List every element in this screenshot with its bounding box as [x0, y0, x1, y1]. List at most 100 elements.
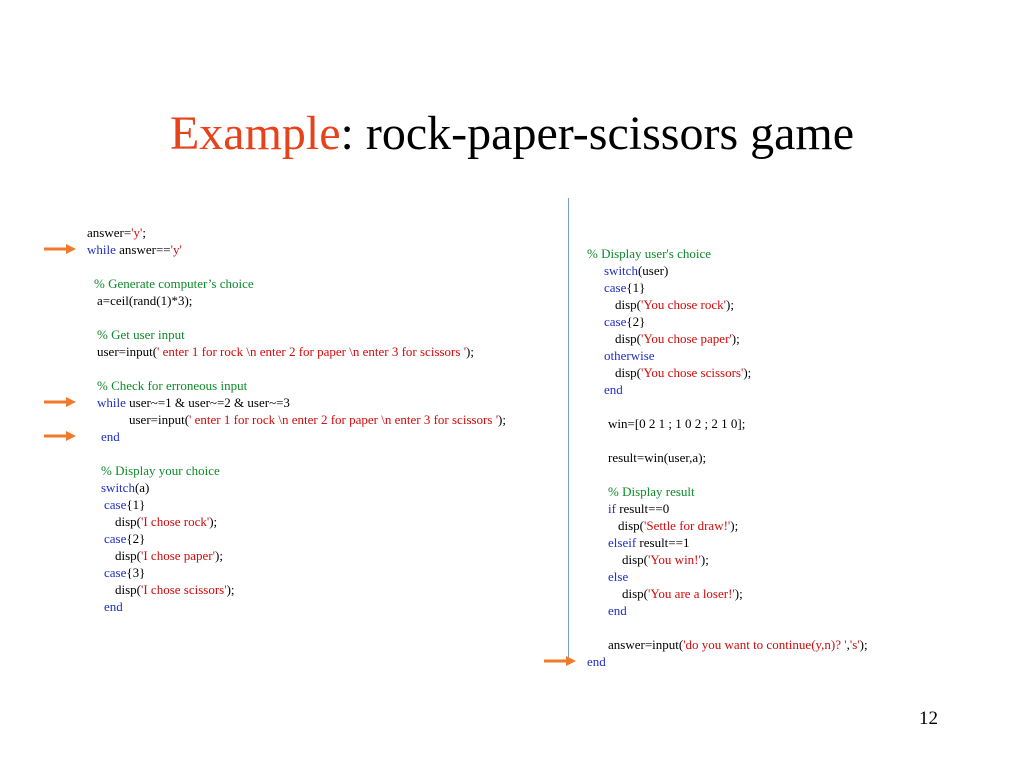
code-line: switch(a)	[101, 479, 149, 496]
code-text: disp(	[615, 297, 641, 312]
code-text: );	[226, 582, 235, 597]
code-line: user=input(' enter 1 for rock \n enter 2…	[97, 343, 474, 360]
code-text: disp(	[615, 365, 641, 380]
code-line: otherwise	[604, 347, 655, 364]
code-text: );	[859, 637, 868, 652]
code-string: 'y'	[131, 225, 143, 240]
code-line: while user~=1 & user~=2 & user~=3	[97, 394, 290, 411]
code-keyword: case	[604, 314, 627, 329]
code-line: % Display user's choice	[587, 245, 711, 262]
code-line: end	[101, 428, 120, 445]
code-line: disp('You are a loser!');	[622, 585, 743, 602]
code-text: result==1	[636, 535, 690, 550]
code-line: if result==0	[608, 500, 669, 517]
code-line: win=[0 2 1 ; 1 0 2 ; 2 1 0];	[608, 415, 745, 432]
code-keyword: end	[608, 603, 627, 618]
code-text: );	[466, 344, 474, 359]
code-text: );	[743, 365, 752, 380]
code-line: end	[104, 598, 123, 615]
code-keyword: end	[104, 599, 123, 614]
orange-arrow-icon	[44, 397, 76, 407]
code-keyword: otherwise	[604, 348, 655, 363]
code-string: 'I chose paper'	[141, 548, 215, 563]
code-comment: % Display your choice	[101, 463, 220, 478]
code-comment: % Get user input	[97, 327, 185, 342]
code-line: % Display your choice	[101, 462, 220, 479]
code-line: % Generate computer’s choice	[94, 275, 254, 292]
code-text: );	[700, 552, 709, 567]
code-string: 'Settle for draw!'	[644, 518, 731, 533]
title-keyword: Example	[169, 107, 341, 160]
code-line: switch(user)	[604, 262, 668, 279]
code-text: disp(	[115, 514, 141, 529]
code-text: user~=1 & user~=2 & user~=3	[125, 395, 290, 410]
code-line: % Display result	[608, 483, 695, 500]
code-text: {3}	[126, 565, 146, 580]
slide-title: Example: rock-paper-scissors game	[0, 102, 1024, 166]
code-keyword: while	[97, 395, 126, 410]
code-line: disp('You chose rock');	[615, 296, 734, 313]
code-keyword: switch	[604, 263, 638, 278]
code-text: a=ceil(rand(1)*3);	[97, 293, 193, 308]
code-text: answer=	[87, 225, 132, 240]
code-text: );	[214, 548, 223, 563]
code-text: ,	[846, 637, 850, 652]
code-text: disp(	[115, 582, 141, 597]
code-string: 'I chose rock'	[141, 514, 210, 529]
code-line: end	[587, 653, 606, 670]
code-line: % Get user input	[97, 326, 185, 343]
code-line: disp('You win!');	[622, 551, 709, 568]
title-rest: : rock-paper-scissors game	[340, 107, 855, 160]
code-keyword: case	[104, 531, 127, 546]
code-comment: % Generate computer’s choice	[94, 276, 254, 291]
code-text: );	[209, 514, 218, 529]
code-comment: % Display result	[608, 484, 695, 499]
code-string: 'I chose scissors'	[141, 582, 227, 597]
code-line: disp('Settle for draw!');	[618, 517, 738, 534]
code-text: );	[734, 586, 743, 601]
code-string: 's'	[849, 637, 860, 652]
code-text: ;	[142, 225, 146, 240]
code-line: user=input(' enter 1 for rock \n enter 2…	[129, 411, 506, 428]
code-line: elseif result==1	[608, 534, 689, 551]
code-keyword: elseif	[608, 535, 637, 550]
code-keyword: switch	[101, 480, 135, 495]
code-string: 'You win!'	[648, 552, 701, 567]
code-line: answer=input('do you want to continue(y,…	[608, 636, 868, 653]
code-string: 'You chose scissors'	[641, 365, 744, 380]
code-text: {1}	[126, 497, 146, 512]
code-keyword: case	[604, 280, 627, 295]
code-line: disp('I chose scissors');	[115, 581, 235, 598]
column-divider	[568, 198, 569, 658]
orange-arrow-icon	[44, 244, 76, 254]
code-line: disp('I chose rock');	[115, 513, 217, 530]
code-line: case{3}	[104, 564, 145, 581]
code-text: disp(	[615, 331, 641, 346]
code-line: disp('You chose scissors');	[615, 364, 751, 381]
code-comment: % Display user's choice	[587, 246, 712, 261]
code-text: win=[0 2 1 ; 1 0 2 ; 2 1 0];	[608, 416, 746, 431]
code-text: answer=input(	[608, 637, 684, 652]
code-text: );	[725, 297, 734, 312]
code-line: else	[608, 568, 628, 585]
code-text: {2}	[626, 314, 646, 329]
code-string: 'You chose rock'	[641, 297, 726, 312]
code-text: disp(	[622, 552, 648, 567]
code-comment: % Check for erroneous input	[97, 378, 248, 393]
code-keyword: else	[608, 569, 629, 584]
code-text: (user)	[637, 263, 669, 278]
code-text: disp(	[618, 518, 644, 533]
code-keyword: while	[87, 242, 116, 257]
code-string: 'You chose paper'	[641, 331, 732, 346]
code-text: user=input(	[129, 412, 190, 427]
code-line: a=ceil(rand(1)*3);	[97, 292, 192, 309]
code-string: ' enter 1 for rock \n enter 2 for paper …	[189, 412, 499, 427]
code-keyword: case	[104, 565, 127, 580]
code-keyword: end	[604, 382, 623, 397]
code-keyword: case	[104, 497, 127, 512]
code-text: result==0	[615, 501, 670, 516]
orange-arrow-icon	[44, 431, 76, 441]
code-text: {2}	[126, 531, 146, 546]
code-line: % Check for erroneous input	[97, 377, 247, 394]
code-line: disp('You chose paper');	[615, 330, 740, 347]
